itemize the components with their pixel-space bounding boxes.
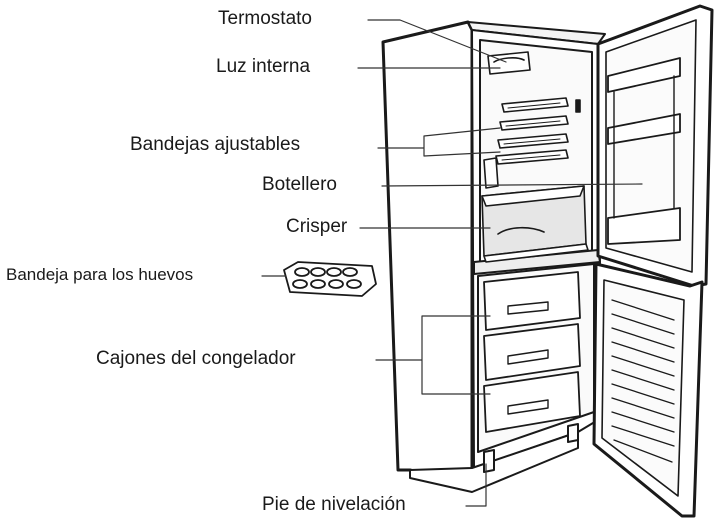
- egg-tray-body: [283, 261, 377, 297]
- label-adjustable-shelves: Bandejas ajustables: [130, 134, 301, 155]
- egg-cup: [328, 279, 344, 289]
- egg-cup: [310, 279, 326, 289]
- freezer-door-liner: [601, 279, 685, 497]
- label-thermostat: Termostato: [218, 8, 312, 29]
- egg-cup: [326, 267, 342, 277]
- freezer-drawer-1-handle: [507, 301, 549, 315]
- label-leveling-foot: Pie de nivelación: [262, 494, 406, 515]
- egg-cup: [310, 267, 326, 277]
- door-bin-3-bottle-rack: [607, 207, 681, 245]
- interior-light: [493, 57, 525, 63]
- leader-lines: [261, 19, 643, 507]
- egg-tray: [283, 261, 377, 297]
- crisper-top-edge: [481, 185, 585, 207]
- freezer-drawers: [483, 271, 581, 433]
- crisper-handle: [497, 226, 545, 235]
- door-bin-1: [607, 57, 681, 93]
- leveling-foot-leader: [465, 463, 487, 507]
- egg-cup: [292, 279, 308, 289]
- label-interior-light: Luz interna: [216, 56, 311, 77]
- freezer-drawers-leader: [375, 315, 491, 395]
- thermostat-leader: [367, 19, 507, 63]
- label-freezer-drawers: Cajones del congelador: [96, 348, 296, 369]
- bottle-rack-leader: [381, 183, 643, 187]
- freezer-drawer-1: [483, 271, 581, 331]
- label-egg-tray: Bandeja para los huevos: [6, 265, 194, 284]
- cabinet-left-side: [381, 20, 474, 490]
- freezer-door-grooves: [611, 299, 675, 463]
- label-bottle-rack: Botellero: [262, 174, 337, 195]
- egg-cup: [294, 267, 310, 277]
- side-bottle: [483, 157, 499, 189]
- fridge-door: [596, 4, 714, 288]
- wall-clip: [575, 99, 581, 113]
- freezer-drawer-3-handle: [507, 399, 549, 415]
- leveling-foot-right: [567, 423, 579, 443]
- thermostat-housing: [487, 51, 531, 75]
- egg-cup: [346, 279, 362, 289]
- shelf-ridges: [501, 102, 561, 161]
- adjustable-shelves-leader: [377, 127, 501, 157]
- egg-cup: [342, 267, 358, 277]
- freezer-door: [592, 262, 704, 518]
- label-crisper: Crisper: [286, 216, 348, 237]
- freezer-drawer-2-handle: [507, 349, 549, 365]
- crisper-cover: [483, 243, 589, 263]
- door-bin-2: [607, 113, 681, 145]
